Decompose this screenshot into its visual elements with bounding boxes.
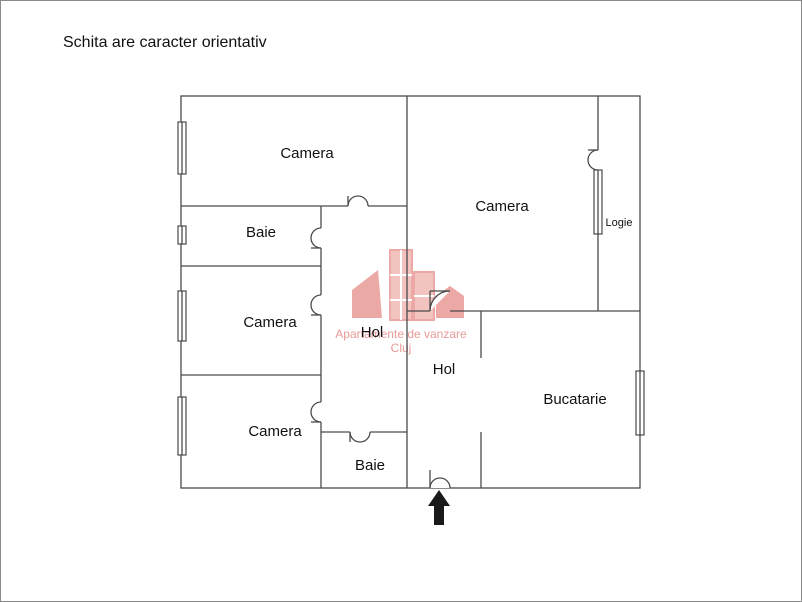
watermark-line2: Cluj bbox=[391, 341, 412, 355]
door-swings bbox=[310, 149, 599, 489]
room-label-hol-right: Hol bbox=[433, 361, 456, 378]
room-label-hol-left: Hol bbox=[361, 324, 384, 341]
watermark-logo bbox=[352, 249, 464, 321]
room-label-logie: Logie bbox=[606, 217, 633, 229]
windows bbox=[177, 121, 645, 456]
interior-walls bbox=[181, 96, 640, 488]
entry-arrow-icon bbox=[428, 490, 450, 525]
room-label-camera-mid: Camera bbox=[243, 314, 297, 331]
room-label-camera-right: Camera bbox=[475, 198, 529, 215]
room-label-camera-bottom: Camera bbox=[248, 423, 302, 440]
watermark-line1: Apartamente de vanzare bbox=[335, 327, 467, 341]
room-label-camera-top: Camera bbox=[280, 145, 334, 162]
room-label-baie-top: Baie bbox=[246, 224, 276, 241]
room-label-bucatarie: Bucatarie bbox=[543, 391, 606, 408]
disclaimer-caption: Schita are caracter orientativ bbox=[63, 34, 267, 51]
room-label-baie-bottom: Baie bbox=[355, 457, 385, 474]
